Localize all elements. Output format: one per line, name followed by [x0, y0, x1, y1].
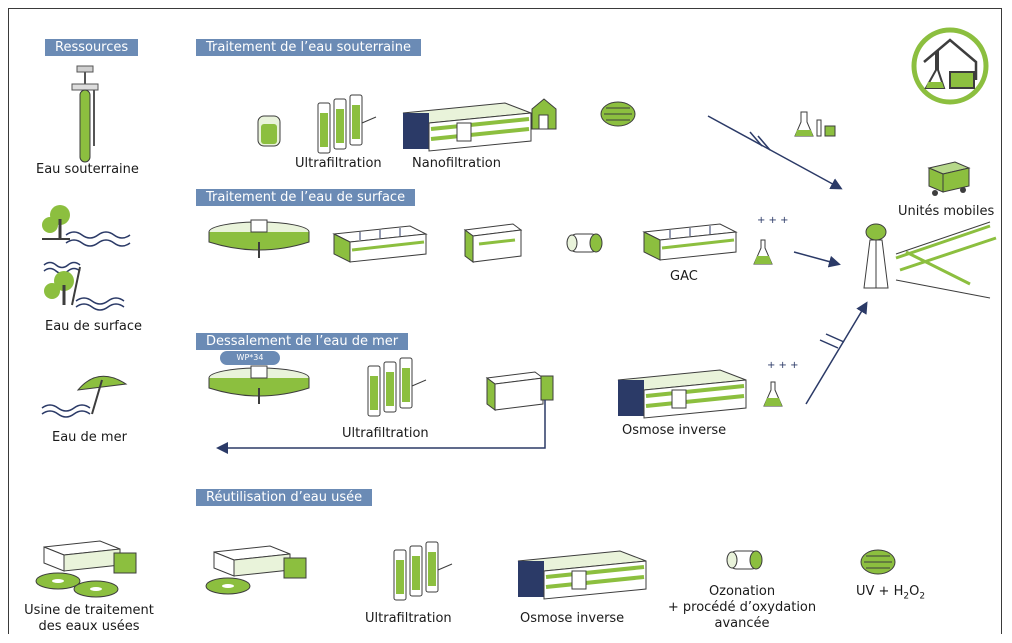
sea-flask-icon: [763, 381, 783, 407]
reuse-uv-unit-icon: [860, 549, 896, 575]
membrane-rack-icon: [317, 94, 377, 154]
surface-flask-icon: [753, 239, 773, 265]
distribution-arrows: [707, 115, 997, 405]
header-groundwater: Traitement de l’eau souterraine: [196, 39, 421, 56]
uv-sub-1: 2: [903, 591, 910, 602]
label-mobile-units: Unités mobiles: [898, 204, 995, 219]
diagram-frame: [8, 8, 1002, 634]
wastewater-line-1: Usine de traitement: [24, 603, 154, 618]
reuse-basin-icon: [205, 545, 307, 595]
ozone-cylinder-icon: [566, 233, 603, 253]
label-surface-water: Eau de surface: [45, 319, 142, 334]
header-seawater: Dessalement de l’eau de mer: [196, 333, 409, 350]
sea-label-ro: Osmose inverse: [622, 423, 727, 438]
seawater-badge: WP*34: [220, 351, 280, 365]
reuse-membrane-rack-icon: [393, 541, 453, 601]
return-arrow: [216, 400, 546, 454]
header-surface: Traitement de l’eau de surface: [196, 189, 416, 206]
mobile-unit-icon: [927, 161, 971, 196]
uv-sub-2: 2: [919, 591, 926, 602]
sea-label-ultrafiltration: Ultrafiltration: [342, 426, 429, 441]
surface-chem-plus: + + +: [757, 215, 789, 226]
sea-membrane-rack-icon: [367, 357, 427, 417]
gw-label-nanofiltration: Nanofiltration: [412, 156, 501, 171]
well-icon: [71, 65, 99, 163]
tree-wave-icon: [42, 205, 131, 311]
gw-label-ultrafiltration: Ultrafiltration: [295, 156, 382, 171]
lab-logo-icon: [911, 27, 989, 105]
label-sea-water: Eau de mer: [52, 430, 127, 445]
wastewater-plant-icon: [35, 540, 137, 598]
uv-prefix: UV + H: [856, 584, 904, 599]
ozonation-line-1: Ozonation: [708, 584, 776, 599]
reuse-label-ro: Osmose inverse: [520, 611, 625, 626]
sea-pump-building-icon: [485, 371, 554, 411]
sea-chem-plus: + + +: [767, 360, 799, 371]
label-ozonation: Ozonation + procédé d’oxydation avancée: [660, 584, 824, 632]
reuse-ozone-cylinder-icon: [726, 550, 763, 570]
building-icon: [463, 223, 523, 263]
header-resources: Ressources: [45, 39, 139, 56]
ozonation-line-2: + procédé d’oxydation: [667, 600, 817, 615]
cartridge-icon: [257, 115, 281, 147]
clarifier-icon: [208, 219, 310, 258]
label-uv-h2o2: UV + H2O2: [856, 584, 925, 602]
uv-mid: O: [909, 584, 920, 599]
sea-ro-rack-icon: [617, 369, 747, 419]
lab-flasks-icon: [794, 111, 836, 137]
reuse-ro-rack-icon: [517, 550, 647, 600]
label-gac: GAC: [670, 269, 698, 284]
water-tower-icon: [863, 223, 889, 289]
booth-icon: [531, 98, 557, 130]
reuse-label-ultrafiltration: Ultrafiltration: [365, 611, 452, 626]
header-reuse: Réutilisation d’eau usée: [196, 489, 373, 506]
sea-clarifier-icon: [208, 365, 310, 404]
ozonation-line-3: avancée: [714, 616, 770, 631]
gac-filter-icon: [642, 223, 738, 261]
label-wastewater-plant: Usine de traitement des eaux usées: [18, 603, 160, 635]
uv-unit-icon: [600, 101, 636, 127]
umbrella-icon: [41, 375, 128, 418]
label-groundwater: Eau souterraine: [36, 162, 139, 177]
filter-basin-icon: [332, 225, 428, 263]
wastewater-line-2: des eaux usées: [38, 619, 140, 634]
nanofiltration-rack-icon: [402, 102, 532, 152]
